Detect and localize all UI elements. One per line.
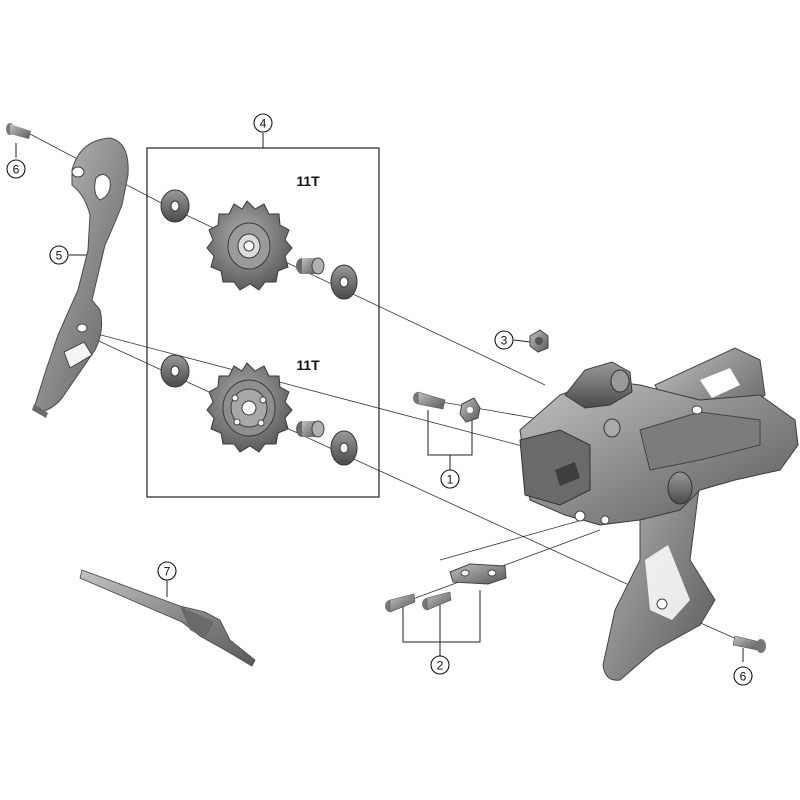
derailleur-body: [519, 347, 799, 681]
callout-6-top: 6: [6, 159, 26, 179]
callout-7-label: 7: [164, 565, 171, 579]
callout-3-label: 3: [501, 334, 508, 348]
inner-plate: [32, 137, 129, 418]
callout-4-label: 4: [260, 117, 267, 131]
upper-pulley-teeth-label: 11T: [296, 173, 320, 189]
pulley-set-frame: [146, 147, 380, 498]
callout-3: 3: [494, 330, 514, 350]
callout-5-label: 5: [56, 249, 63, 263]
callout-1-label: 1: [447, 473, 454, 487]
callout-1: 1: [440, 469, 460, 489]
lower-sleeve: [296, 420, 325, 438]
cable-clamp: [459, 397, 481, 423]
callout-6-top-label: 6: [13, 163, 20, 177]
plate-bolt-left: [385, 593, 416, 613]
callout-7: 7: [157, 561, 177, 581]
upper-pulley-gear: [206, 200, 293, 291]
callout-2: 2: [430, 655, 450, 675]
lower-pulley-gear: [206, 362, 293, 453]
cable-nut: [529, 329, 549, 353]
callout-5: 5: [49, 245, 69, 265]
pin-bolt-bottom: [732, 635, 766, 653]
callout-4: 4: [253, 113, 273, 133]
pin-bolt-top: [6, 123, 31, 139]
lower-pulley-teeth-label: 11T: [296, 357, 320, 373]
callout-6-bottom-label: 6: [740, 670, 747, 684]
pulley-tool: [79, 569, 256, 667]
cable-fixing-bolt: [413, 391, 446, 410]
callout-6-bottom: 6: [733, 666, 753, 686]
callout-2-label: 2: [437, 659, 444, 673]
upper-sleeve: [296, 257, 325, 275]
callout-leaders: [15, 133, 744, 662]
lower-pulley-assembly: [160, 354, 358, 466]
upper-pulley-assembly: [160, 189, 358, 300]
plate-bolt-right: [422, 591, 452, 611]
mounting-plate: [449, 563, 507, 585]
